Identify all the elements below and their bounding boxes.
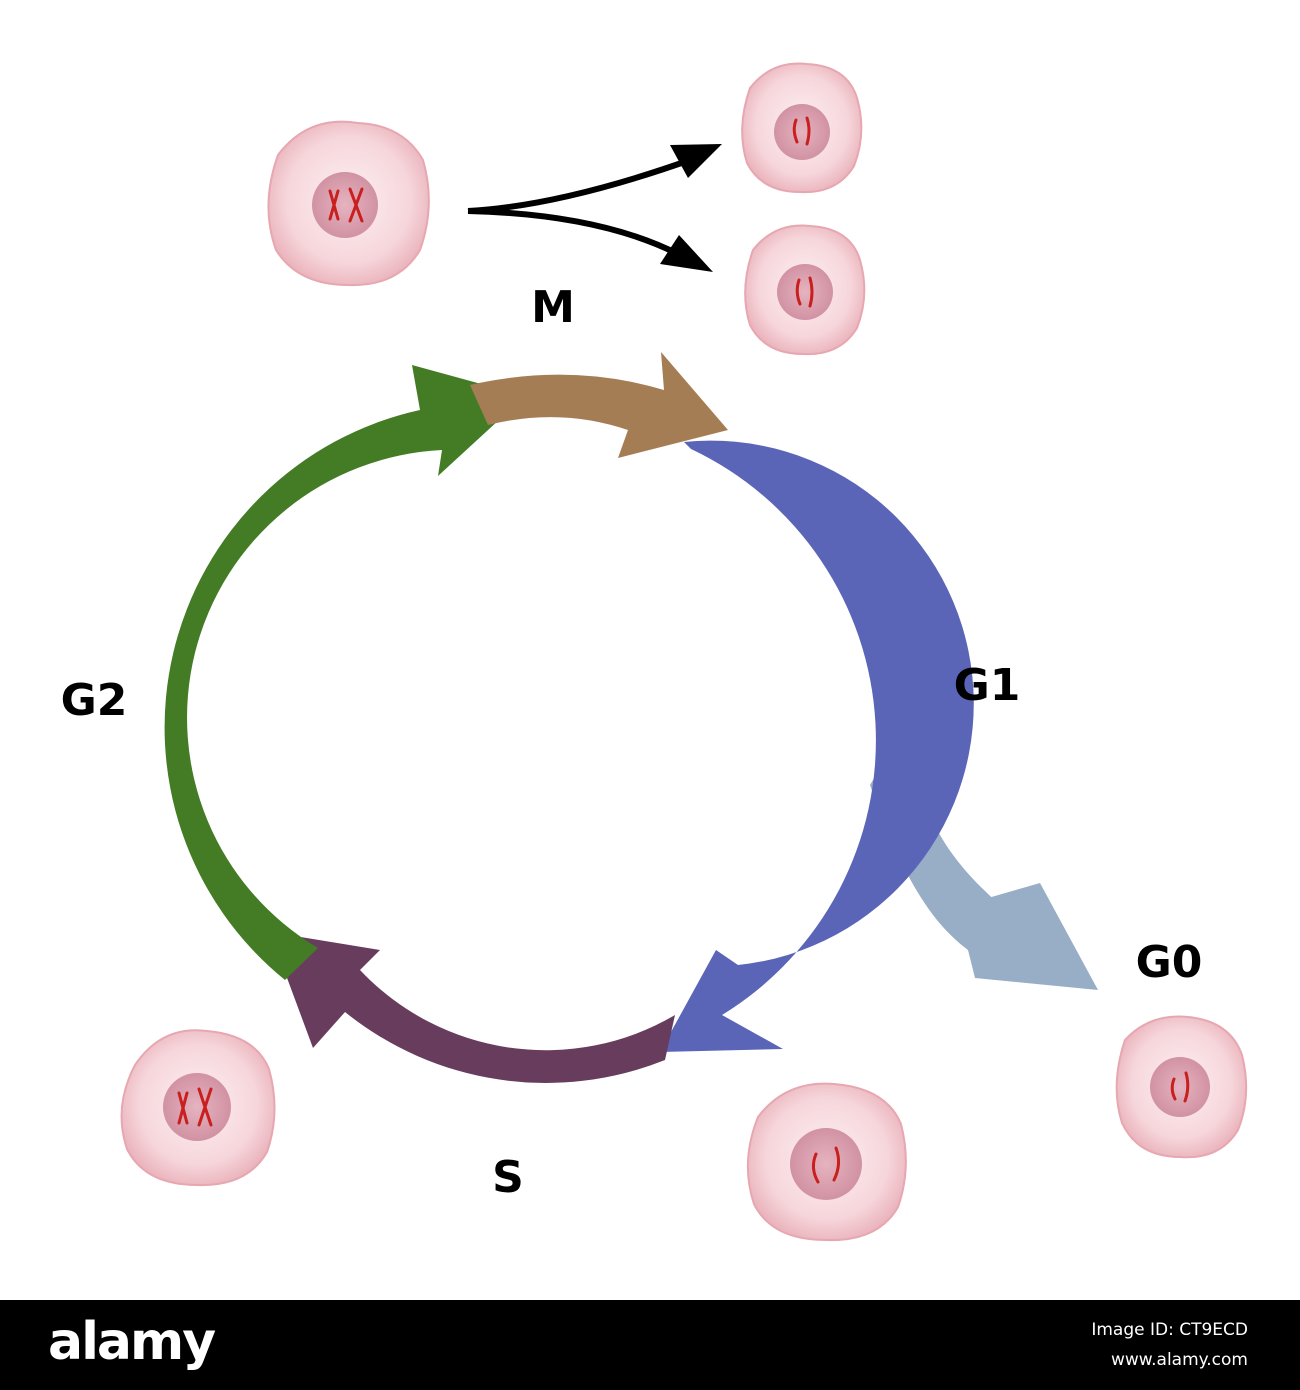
- label-m: M: [531, 282, 575, 333]
- m-phase-arrow: [470, 352, 728, 458]
- duplicated-chromosomes-icon: [328, 187, 364, 223]
- nucleus: [163, 1073, 231, 1141]
- nucleus: [790, 1128, 862, 1200]
- nucleus: [312, 172, 378, 238]
- g1-phase-arrow: [660, 440, 974, 1053]
- nucleus: [774, 104, 830, 160]
- g0-exit-arrow: [870, 725, 1098, 990]
- cell-cycle-diagram: M G1 G2 S G0: [61, 62, 1248, 1242]
- image-id: Image ID: CT9ECD: [1091, 1320, 1248, 1340]
- chromosome-icon: [795, 276, 814, 308]
- daughter-cell-top: [741, 62, 863, 194]
- site-url: www.alamy.com: [1110, 1350, 1248, 1370]
- nucleus: [777, 264, 833, 320]
- watermark-footer: alamy Image ID: CT9ECD www.alamy.com: [0, 1300, 1300, 1390]
- alamy-logo: alamy: [48, 1312, 216, 1372]
- label-g2: G2: [61, 675, 128, 726]
- g0-cell: [1115, 1015, 1248, 1159]
- label-g1: G1: [954, 660, 1021, 711]
- g2-cell: [120, 1029, 276, 1187]
- division-arrows: [467, 144, 722, 272]
- chromosome-icon: [1170, 1071, 1190, 1103]
- duplicated-chromosomes-icon: [177, 1087, 213, 1127]
- chromosome-icon: [811, 1146, 841, 1184]
- label-s: S: [492, 1152, 524, 1203]
- parent-cell: [267, 120, 430, 287]
- nucleus: [1150, 1057, 1210, 1117]
- s-phase-arrow: [270, 932, 675, 1083]
- s-cell: [746, 1082, 907, 1242]
- g2-phase-arrow: [164, 365, 526, 980]
- label-g0: G0: [1136, 937, 1203, 988]
- chromosome-icon: [792, 116, 811, 146]
- daughter-cell-bottom: [744, 224, 866, 356]
